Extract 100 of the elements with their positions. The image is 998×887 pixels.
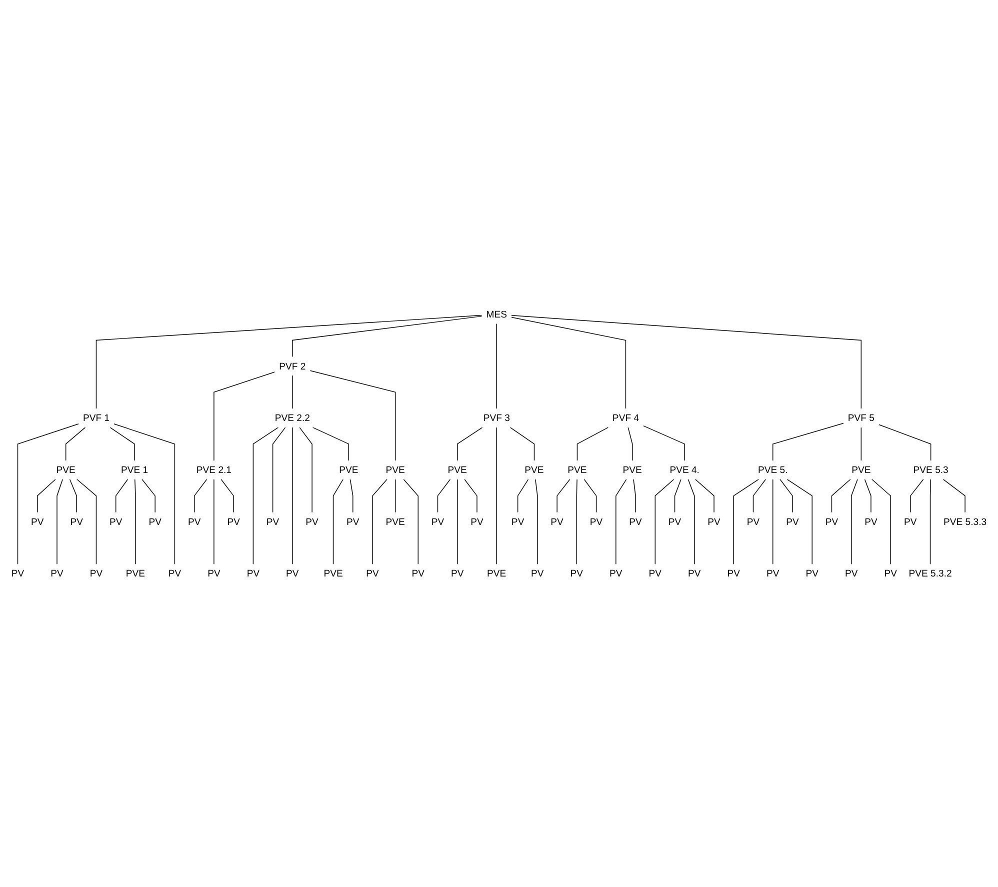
connector	[142, 478, 156, 512]
connector	[733, 478, 760, 564]
node-text: PV	[746, 516, 760, 527]
node-text: PV	[610, 567, 622, 578]
connector	[694, 478, 714, 512]
connector	[851, 478, 858, 564]
connector	[910, 478, 924, 512]
connector	[556, 478, 570, 512]
node-text: PV	[825, 516, 838, 527]
connector	[310, 370, 396, 460]
connector	[860, 426, 862, 460]
connector	[930, 478, 931, 564]
connector	[616, 478, 627, 564]
connector	[496, 322, 497, 409]
node-text: PV	[31, 516, 44, 527]
connector	[403, 478, 418, 564]
node-text: PVE 2.2	[274, 412, 310, 423]
connector	[76, 478, 97, 564]
connector	[332, 478, 344, 564]
connector	[457, 426, 483, 460]
connector	[292, 315, 482, 357]
node-text: PVE	[852, 464, 871, 475]
node-text: PVE	[339, 464, 358, 475]
connector	[752, 478, 766, 512]
node-text: PVF 1	[82, 412, 110, 423]
node-text: PV	[570, 567, 584, 578]
node-text: PV	[306, 516, 318, 527]
node-text: PVE	[448, 464, 467, 475]
node-text: PV	[884, 567, 897, 578]
connector	[394, 478, 396, 512]
connector	[110, 426, 135, 460]
node-text: PVE 5.3.2	[908, 567, 952, 578]
node-text: PV	[844, 567, 858, 578]
node-text: PVE	[56, 464, 76, 475]
node-text: PV	[286, 567, 299, 578]
connector	[116, 478, 128, 512]
connector	[464, 478, 478, 512]
connector	[69, 478, 77, 512]
node-text: PV	[727, 567, 740, 578]
connector	[688, 478, 695, 564]
connector	[780, 478, 793, 512]
connector	[772, 422, 844, 460]
node-text: PVE	[386, 464, 405, 475]
node-text: PV	[904, 516, 917, 527]
node-text: PV	[109, 516, 122, 527]
connector	[252, 426, 279, 564]
connector	[134, 478, 136, 564]
node-text: PVE	[324, 567, 343, 578]
connector	[96, 314, 482, 409]
connector	[511, 314, 862, 409]
node-text: PV	[786, 516, 799, 527]
node-text: PV	[148, 516, 162, 527]
connector	[643, 425, 685, 460]
connector	[511, 316, 626, 409]
node-text: PV	[590, 516, 603, 527]
node-text: PV	[208, 567, 220, 578]
connector	[871, 478, 891, 564]
connector	[628, 426, 633, 460]
node-text: PV	[806, 567, 818, 578]
connector	[66, 426, 86, 460]
node-text: PV	[431, 516, 444, 527]
node-text: PV	[531, 567, 544, 578]
connector	[584, 478, 597, 512]
connector	[299, 426, 312, 512]
node-text: PV	[629, 516, 642, 527]
connector	[496, 426, 497, 564]
node-text: PV	[668, 516, 682, 527]
node-text: PV	[412, 567, 425, 578]
connector	[292, 374, 293, 409]
connector	[535, 478, 538, 564]
node-text: PVF 5	[848, 412, 874, 423]
node-text: PV	[168, 567, 182, 578]
connector	[786, 478, 812, 564]
node-text: PVE	[568, 464, 587, 475]
node-text: PV	[188, 516, 201, 527]
node-text: PV	[246, 567, 260, 578]
node-text: PVE	[622, 464, 642, 475]
node-text: PVE 1	[120, 464, 148, 475]
connector	[576, 426, 609, 460]
connector	[292, 426, 293, 564]
node-text: PV	[688, 567, 701, 578]
node-text: PVE	[386, 516, 405, 527]
connector	[220, 478, 234, 512]
node-text: PV	[227, 516, 240, 527]
node-text: PV	[70, 516, 84, 527]
node-text: PV	[50, 567, 64, 578]
node-text: PVE 5.	[758, 464, 788, 475]
node-text: PV	[366, 567, 379, 578]
node-text: PVE 4.	[670, 464, 700, 475]
node-text: PV	[90, 567, 103, 578]
connector	[878, 424, 932, 460]
connector	[350, 478, 354, 512]
connector	[457, 478, 458, 564]
connector	[312, 426, 350, 460]
connector	[864, 478, 872, 512]
node-text: PVE 5.3.3	[944, 516, 987, 527]
connector	[56, 478, 64, 564]
node-text: PV	[266, 516, 280, 527]
node-text: PVE	[126, 567, 146, 578]
node-text: PVE	[524, 464, 544, 475]
